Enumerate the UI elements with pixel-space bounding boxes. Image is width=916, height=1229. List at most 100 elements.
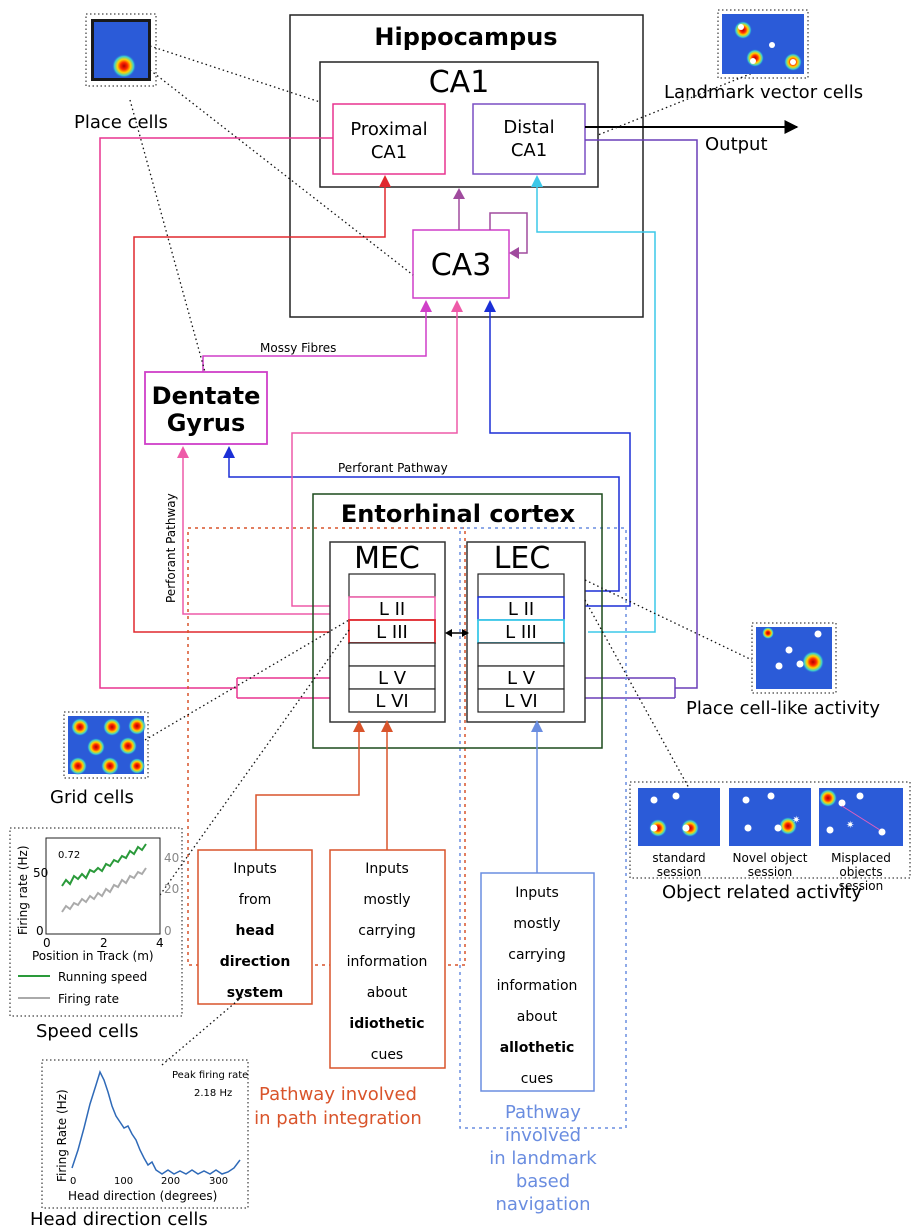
proximal-ca1-line1: Proximal <box>350 119 427 140</box>
distal-ca1-line2: CA1 <box>511 140 547 161</box>
standard-session-line1: standard <box>652 851 705 865</box>
ca3-box: CA3 <box>412 229 510 299</box>
idiothetic-input-line6: idiothetic <box>349 1016 424 1032</box>
misplaced-session-line2: objects <box>839 865 882 879</box>
speed-plot-axes <box>45 837 161 935</box>
novel-session-line1: Novel object <box>733 851 808 865</box>
ca1-title: CA1 <box>429 65 490 100</box>
allothetic-input-line1: Inputs <box>515 885 559 901</box>
landmark-caption-line5: navigation <box>495 1194 590 1215</box>
speed-corr-value: 0.72 <box>58 850 80 861</box>
object-related-activity-panel: ✷ ✷ standard session Novel object sessio… <box>629 781 911 903</box>
hd-xlabel: Head direction (degrees) <box>68 1189 217 1203</box>
head-direction-input-line1: Inputs <box>233 861 277 877</box>
misplaced-session-line1: Misplaced <box>831 851 891 865</box>
svg-text:✷: ✷ <box>846 820 854 831</box>
speed-cells-panel: 0.72 Firing rate (Hz) 50 0 40 20 0 0 2 4… <box>9 827 183 1042</box>
grid-cells-panel: Grid cells <box>50 711 149 808</box>
speed-xlabel: Position in Track (m) <box>32 949 154 963</box>
mec-layer-ii-label: L II <box>379 599 405 620</box>
hd-peak-label-line1: Peak firing rate <box>172 1070 248 1081</box>
speed-ylabel: Firing rate (Hz) <box>16 845 30 935</box>
speed-legend-firing: Firing rate <box>58 992 119 1006</box>
hd-ylabel: Firing Rate (Hz) <box>55 1089 69 1182</box>
speed-xtick-2: 2 <box>100 936 108 950</box>
lec-layer-iii-label: L III <box>505 622 537 643</box>
allothetic-input-line2: mostly <box>513 916 560 932</box>
landmark-vector-cells-panel: Landmark vector cells <box>664 9 863 103</box>
idiothetic-input-line2: mostly <box>363 892 410 908</box>
speed-ytick-50: 50 <box>33 866 48 880</box>
idiothetic-input-line7: cues <box>371 1047 403 1063</box>
allothetic-input-line5: about <box>517 1009 558 1025</box>
misplaced-objects-session-map: ✷ <box>819 788 903 846</box>
dentate-gyrus-line1: Dentate <box>152 382 261 410</box>
ca3-label: CA3 <box>431 248 492 283</box>
ca3-recurrent-loop <box>489 212 528 259</box>
speed-legend-running: Running speed <box>58 970 147 984</box>
allothetic-input-line3: carrying <box>508 947 565 963</box>
novel-object-session-map: ✷ <box>729 788 811 846</box>
head-direction-input-line2: from <box>239 892 272 908</box>
proximal-ca1-box: Proximal CA1 <box>332 103 446 175</box>
hd-peak-label-line2: 2.18 Hz <box>194 1088 232 1099</box>
mec-layer-iii-label: L III <box>376 622 408 643</box>
mec-box: MEC L II L III L V L VI <box>329 541 446 723</box>
misplaced-session-line3: session <box>839 879 883 893</box>
lec-title: LEC <box>494 541 551 576</box>
allothetic-input-line7: cues <box>521 1071 553 1087</box>
hippocampus-box: Hippocampus <box>289 14 644 318</box>
speed-ytick-0: 0 <box>36 924 44 938</box>
landmark-caption-line4: based <box>516 1171 570 1192</box>
idiothetic-input-line1: Inputs <box>365 861 409 877</box>
speed-y2tick-0: 0 <box>164 924 172 938</box>
red-pathway <box>133 175 391 633</box>
head-direction-input-line5: system <box>227 985 284 1001</box>
mossy-fibres-label: Mossy Fibres <box>260 341 336 355</box>
standard-session-line2: session <box>657 865 701 879</box>
dentate-gyrus-box: Dentate Gyrus <box>144 371 268 445</box>
idiothetic-input-box: Inputs mostly carrying information about… <box>329 720 446 1069</box>
landmark-vector-cells-label: Landmark vector cells <box>664 82 863 103</box>
ca3-to-ca1-arrow <box>453 188 465 230</box>
lec-box: LEC L II L III L V L VI <box>466 541 586 723</box>
idiothetic-input-line3: carrying <box>358 923 415 939</box>
distal-ca1-box: Distal CA1 <box>472 103 586 175</box>
dentate-gyrus-line2: Gyrus <box>167 409 246 437</box>
allothetic-input-line4: information <box>497 978 578 994</box>
head-direction-cells-panel: Peak firing rate 2.18 Hz Firing Rate (Hz… <box>30 1059 249 1229</box>
output-arrow: Output <box>585 120 799 155</box>
blue-pathway <box>223 300 631 607</box>
head-direction-tuning-curve <box>71 1069 241 1175</box>
proximal-ca1-line2: CA1 <box>371 142 407 163</box>
novel-session-line2: session <box>748 865 792 879</box>
hippocampus-title: Hippocampus <box>374 23 557 51</box>
hd-xtick-0: 0 <box>70 1176 76 1187</box>
entorhinal-cortex-box: Entorhinal cortex <box>312 493 603 749</box>
allothetic-input-line6: allothetic <box>500 1040 575 1056</box>
place-cells-label: Place cells <box>74 112 168 133</box>
mec-lec-bidirectional-arrow <box>445 629 469 637</box>
perforant-pathway-label-horizontal: Perforant Pathway <box>338 461 448 475</box>
path-integration-caption-line1: Pathway involved <box>259 1084 417 1105</box>
idiothetic-input-line5: about <box>367 985 408 1001</box>
mec-layer-v-label: L V <box>378 668 407 689</box>
mec-title: MEC <box>354 541 420 576</box>
place-like-activity-label: Place cell-like activity <box>686 698 880 719</box>
speed-y2tick-40: 40 <box>164 851 179 865</box>
mec-layer-vi-label: L VI <box>375 691 408 712</box>
head-direction-input-line4: direction <box>220 954 291 970</box>
lec-layer-vi <box>477 688 565 713</box>
mossy-fibres-pathway: Mossy Fibres <box>202 300 432 372</box>
speed-cells-label: Speed cells <box>36 1021 139 1042</box>
running-speed-trace <box>61 843 147 887</box>
perforant-pathway-label-vertical: Perforant Pathway <box>164 493 178 603</box>
mec-layer-vi <box>348 688 436 713</box>
hd-xtick-200: 200 <box>161 1176 180 1187</box>
landmark-caption-line3: in landmark <box>489 1148 597 1169</box>
speed-xtick-4: 4 <box>156 936 164 950</box>
entorhinal-title: Entorhinal cortex <box>341 500 576 528</box>
hd-xtick-100: 100 <box>114 1176 133 1187</box>
grid-cells-label: Grid cells <box>50 787 134 808</box>
